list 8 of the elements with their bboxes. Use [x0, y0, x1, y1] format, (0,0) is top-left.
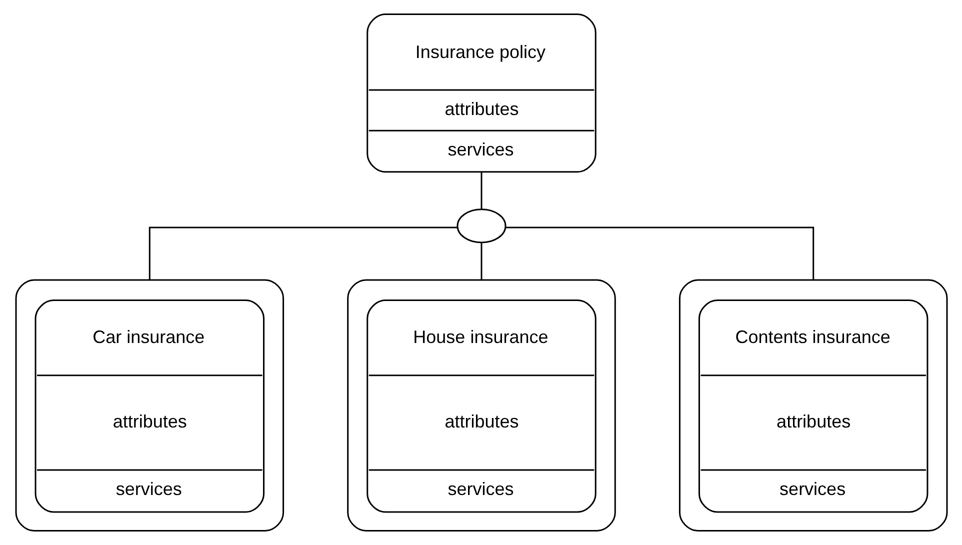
node-box: Car insurance attributes services: [14, 279, 284, 532]
node-semicircle: [456, 208, 506, 244]
connector: [480, 172, 482, 210]
node-box: Contents insurance attributes services: [678, 279, 948, 532]
connector: [148, 226, 457, 280]
connector: [480, 242, 482, 280]
node-box: House insurance attributes services: [346, 279, 616, 532]
connector: [505, 226, 814, 280]
